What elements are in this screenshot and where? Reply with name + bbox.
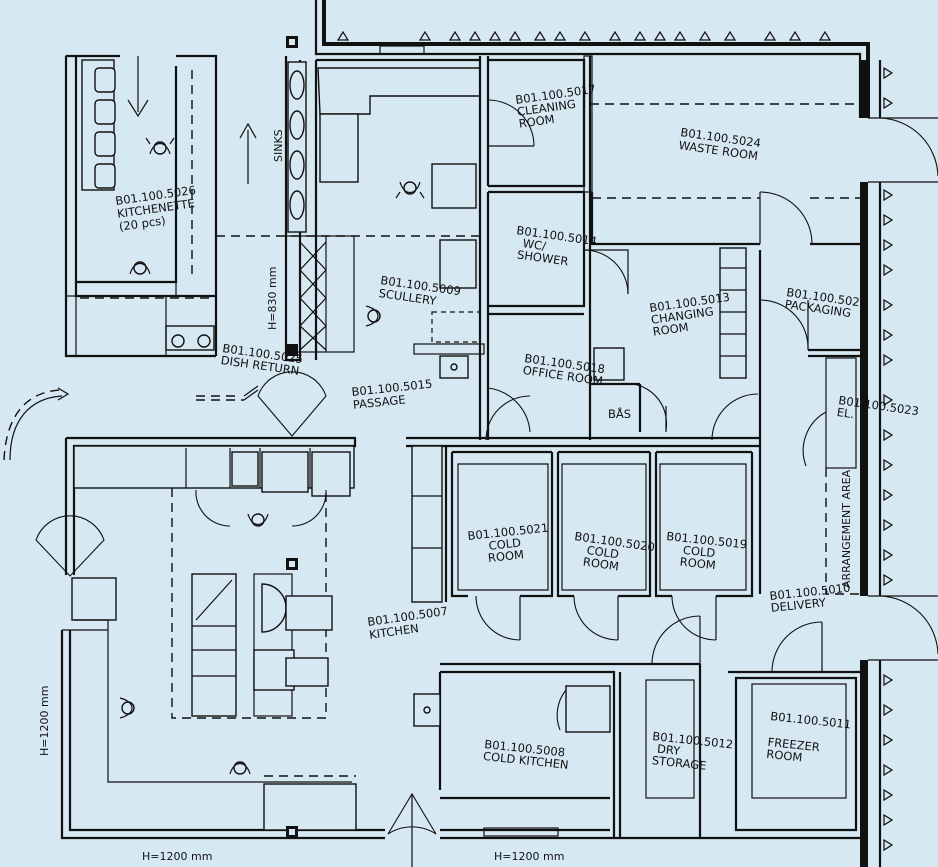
room-name: PASSAGE (352, 392, 406, 411)
room-label-cold-5020: B01.100.5020 COLD ROOM (574, 529, 656, 574)
room-label-kitchen: B01.100.5007 KITCHEN (366, 604, 448, 642)
room-name-2: ROOM (652, 320, 690, 339)
room-name-2: SHOWER (516, 247, 569, 268)
kitchenette-area (64, 54, 218, 358)
room-name: COLD (586, 543, 620, 561)
room-name: COLD (488, 536, 522, 553)
room-label-waste: B01.100.5024 WASTE ROOM (678, 125, 762, 163)
exterior-walls (60, 0, 894, 867)
height-1200-left-label: H=1200 mm (38, 686, 51, 756)
scullery-area (216, 36, 485, 379)
room-name: FREEZER (767, 735, 820, 754)
room-label-office: B01.100.5018 OFFICE ROOM (522, 351, 606, 388)
sinks-label: SINKS (272, 129, 285, 162)
annotations: SINKS H=830 mm ARRANGEMENT AREA H=1200 m… (38, 129, 853, 863)
room-name-2: ROOM (766, 747, 803, 765)
room-label-cold-5019: B01.100.5019 COLD ROOM (666, 529, 748, 573)
lower-rooms (413, 615, 860, 838)
room-label-passage: B01.100.5015 PASSAGE (351, 377, 433, 412)
room-label-freezer: B01.100.5011 FREEZER ROOM (766, 709, 852, 765)
room-label-scullery: B01.100.5009 SCULLERY (378, 273, 462, 308)
room-name-2: ROOM (487, 547, 524, 565)
room-label-kitchenette: B01.100.5026 KITCHENETTE (20 pcs) (114, 183, 196, 234)
room-label-el: B01.100.5023 EL. (836, 393, 920, 421)
cold-rooms (411, 445, 754, 641)
room-name: DELIVERY (770, 595, 827, 615)
height-1200-bottom-left-label: H=1200 mm (142, 850, 212, 863)
room-name: KITCHEN (368, 621, 419, 642)
room-name-2: STORAGE (651, 753, 707, 773)
room-note: (20 pcs) (118, 213, 166, 233)
service-rooms (478, 55, 668, 440)
room-name: WC/ (522, 236, 547, 253)
room-name: DRY (656, 742, 681, 758)
room-name: EL. (836, 405, 855, 421)
room-name-2: ROOM (582, 555, 620, 574)
person-icons (119, 137, 425, 775)
arrangement-area-label: ARRANGEMENT AREA (840, 469, 853, 588)
waste-changing (590, 103, 860, 595)
kitchen-area (35, 445, 437, 867)
room-name-2: ROOM (518, 112, 556, 131)
room-label-dry-storage: B01.100.5012 DRY STORAGE (651, 729, 734, 773)
room-label-cold-5021: B01.100.5021 COLD ROOM (467, 521, 549, 565)
exterior-doors (868, 117, 938, 661)
windows-top (336, 30, 832, 55)
height-1200-bottom-mid-label: H=1200 mm (494, 850, 564, 863)
room-name-2: ROOM (679, 555, 716, 573)
room-label-cleaning: B01.100.5017 CLEANING ROOM (514, 82, 596, 131)
room-name: COLD (682, 543, 716, 560)
room-label-cold-kitchen: B01.100.5008 COLD KITCHEN (482, 737, 569, 772)
windows-east (883, 66, 894, 852)
passage-walls (3, 344, 762, 594)
height-830-label: H=830 mm (266, 267, 279, 330)
room-id: B01.100.5011 (770, 709, 852, 731)
room-label-bas: BÅS (608, 406, 631, 421)
